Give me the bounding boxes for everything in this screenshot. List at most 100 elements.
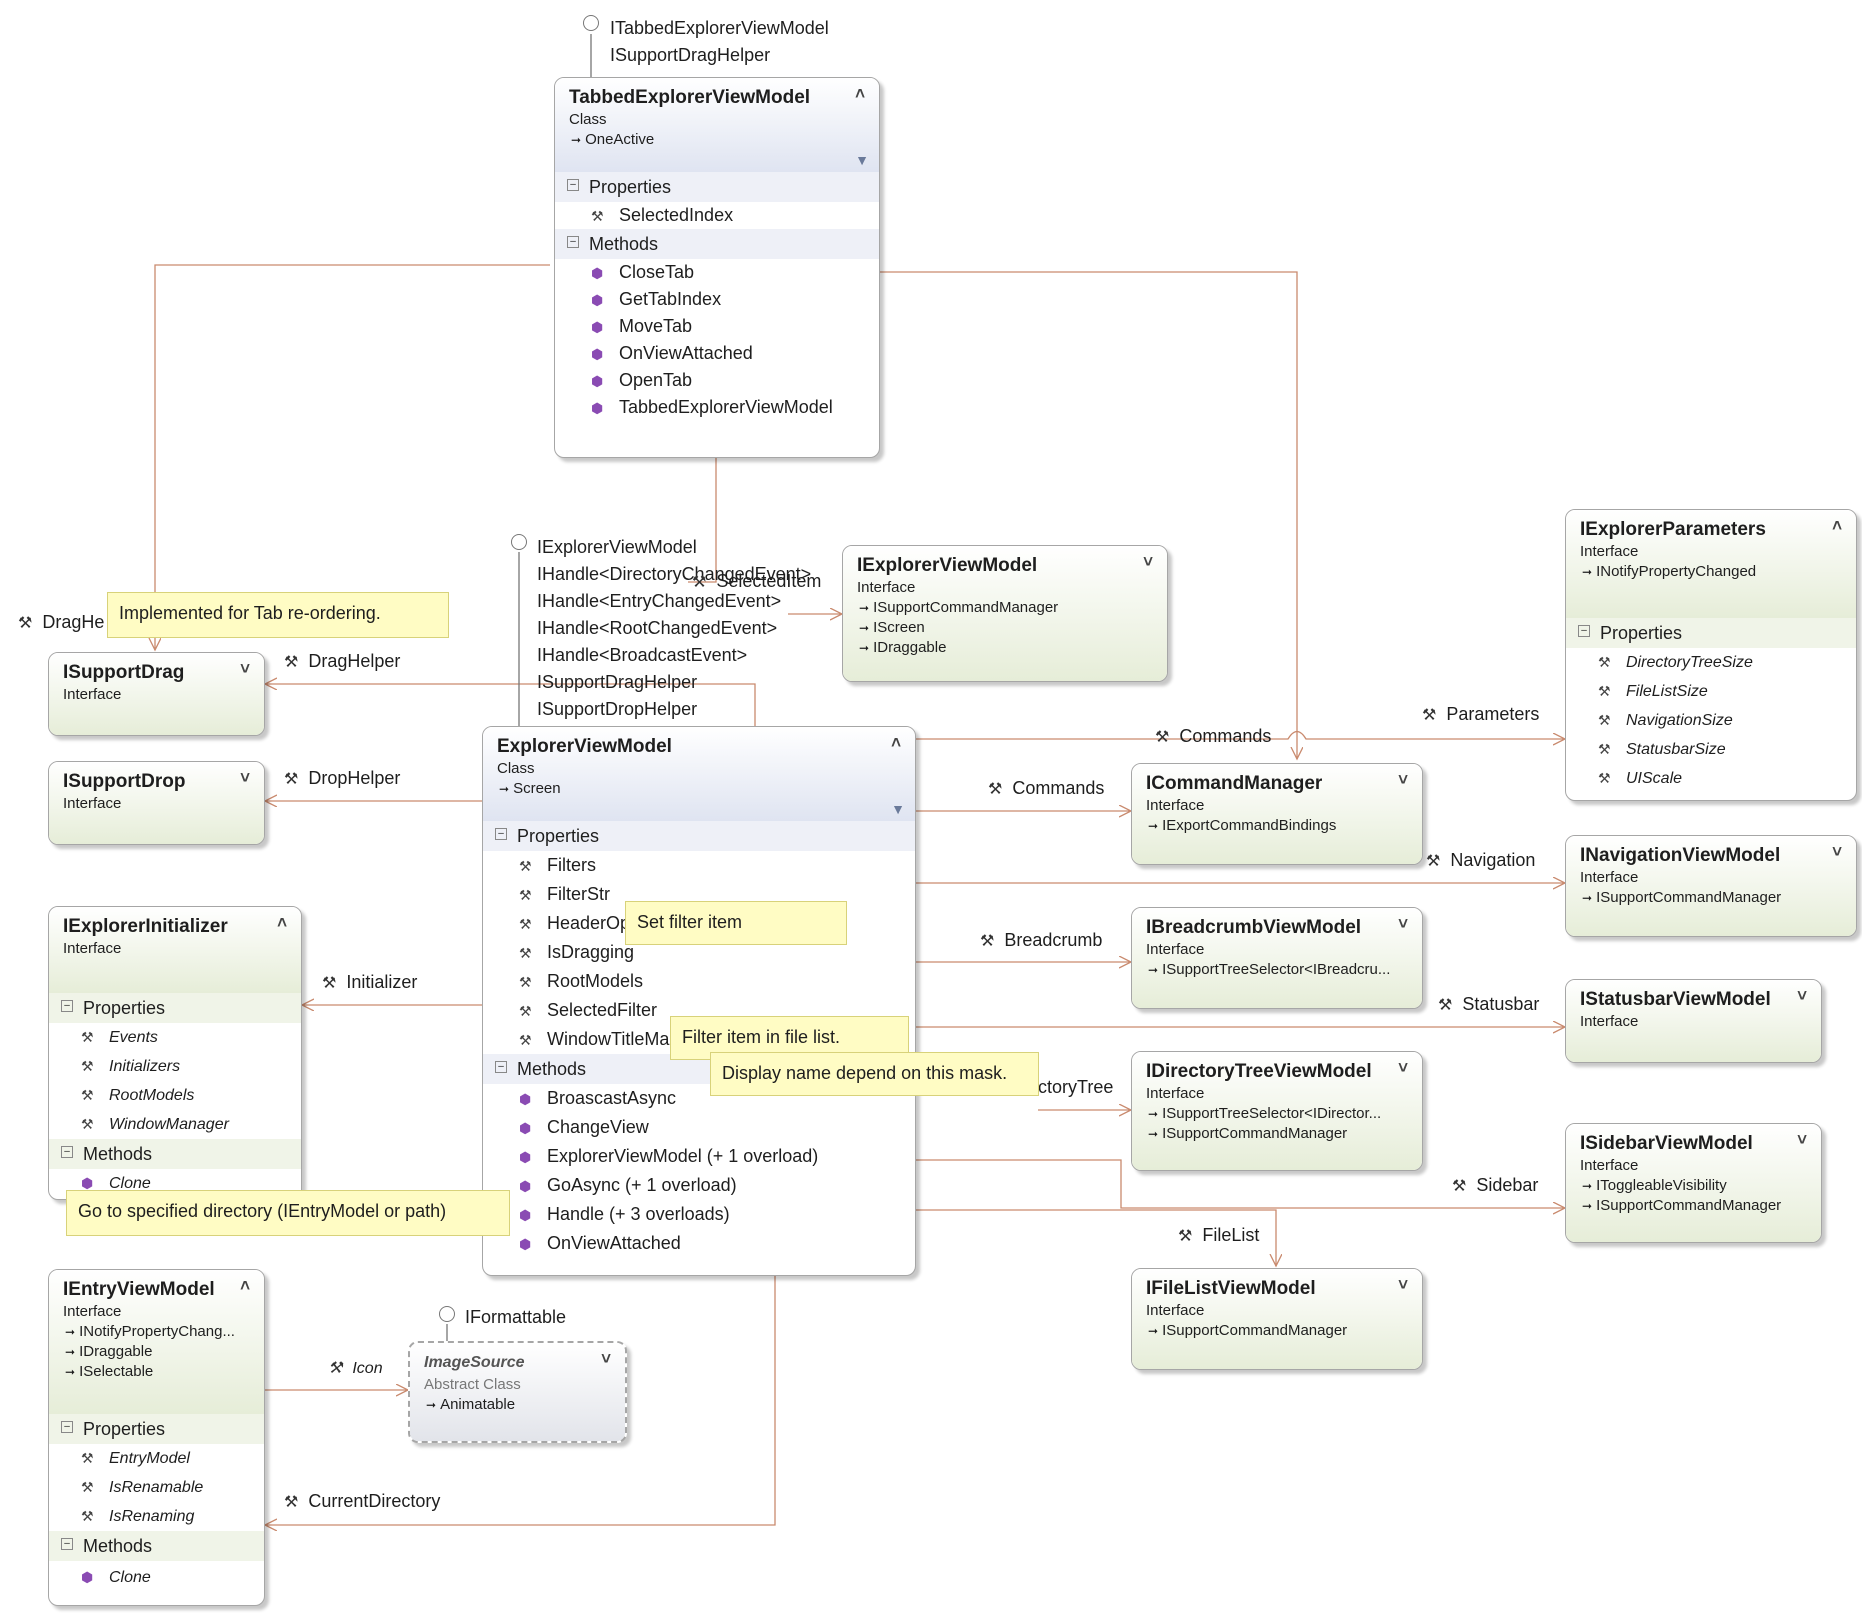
property-item[interactable]: ⚒WindowManager: [49, 1110, 301, 1139]
collapse-icon[interactable]: –: [61, 1421, 73, 1434]
collapse-icon[interactable]: –: [61, 1538, 73, 1551]
method-item[interactable]: ⬢TabbedExplorerViewModel: [555, 394, 879, 421]
method-item[interactable]: ⬢GetTabIndex: [555, 286, 879, 313]
collapse-icon[interactable]: –: [61, 1000, 73, 1013]
chevron-down-icon[interactable]: ˅: [1797, 986, 1807, 1005]
method-item[interactable]: ⬢ChangeView: [483, 1113, 915, 1142]
property-item[interactable]: ⚒HeaderOp: [483, 909, 915, 938]
iexplorer-initializer-interface[interactable]: IExplorerInitializer Interface ˄ –Proper…: [48, 906, 302, 1200]
chevron-down-icon[interactable]: ˅: [601, 1349, 611, 1368]
property-item[interactable]: ⚒FileListSize: [1566, 677, 1856, 706]
method-item[interactable]: ⬢Clone: [49, 1561, 264, 1594]
chevron-down-icon[interactable]: ˅: [1398, 914, 1408, 933]
istatusbar-viewmodel-interface[interactable]: IStatusbarViewModel Interface ˅: [1565, 979, 1822, 1063]
property-item[interactable]: ⚒Filters: [483, 851, 915, 880]
chevron-down-icon[interactable]: ˅: [240, 659, 250, 678]
properties-section[interactable]: –Properties: [555, 172, 879, 202]
property-item[interactable]: ⚒SelectedIndex: [555, 202, 879, 229]
chevron-down-icon[interactable]: ˅: [1832, 842, 1842, 861]
property-item[interactable]: ⚒IsDragging: [483, 938, 915, 967]
properties-section[interactable]: –Properties: [49, 1414, 264, 1444]
wrench-icon: ⚒: [1438, 997, 1453, 1014]
property-item[interactable]: ⚒UIScale: [1566, 764, 1856, 793]
property-item[interactable]: ⚒FilterStr: [483, 880, 915, 909]
property-item[interactable]: ⚒EntryModel: [49, 1444, 264, 1473]
methods-section[interactable]: –Methods: [555, 229, 879, 259]
ifilelist-viewmodel-interface[interactable]: IFileListViewModel Interface ➞ISupportCo…: [1131, 1268, 1423, 1370]
chevron-down-icon[interactable]: ˅: [1398, 770, 1408, 789]
property-item[interactable]: ⚒Initializers: [49, 1052, 301, 1081]
property-item[interactable]: ⚒IsRenamable: [49, 1473, 264, 1502]
explorer-viewmodel-class[interactable]: ExplorerViewModel Class ➞Screen ˄ ▼ –Pro…: [482, 726, 916, 1276]
property-item[interactable]: ⚒DirectoryTreeSize: [1566, 648, 1856, 677]
method-item[interactable]: ⬢MoveTab: [555, 313, 879, 340]
method-item[interactable]: ⬢OnViewAttached: [483, 1229, 915, 1258]
property-item[interactable]: ⚒RootModels: [483, 967, 915, 996]
chevron-down-icon[interactable]: ˅: [1398, 1058, 1408, 1077]
method-item[interactable]: ⬢OpenTab: [555, 367, 879, 394]
property-item[interactable]: ⚒SelectedFilter: [483, 996, 915, 1025]
ibreadcrumb-viewmodel-interface[interactable]: IBreadcrumbViewModel Interface ➞ISupport…: [1131, 907, 1423, 1009]
base-type: IDraggable: [79, 1343, 153, 1360]
chevron-down-icon[interactable]: ˅: [1797, 1130, 1807, 1149]
method-item[interactable]: ⬢OnViewAttached: [555, 340, 879, 367]
method-item[interactable]: ⬢ExplorerViewModel (+ 1 overload): [483, 1142, 915, 1171]
chevron-down-icon[interactable]: ˅: [1143, 552, 1153, 571]
member-name: SelectedIndex: [619, 205, 734, 225]
collapse-icon[interactable]: –: [495, 828, 507, 841]
ientry-viewmodel-interface[interactable]: IEntryViewModel Interface ➞INotifyProper…: [48, 1269, 265, 1606]
iexplorer-viewmodel-interface[interactable]: IExplorerViewModel Interface ➞ISupportCo…: [842, 545, 1168, 682]
chevron-up-icon[interactable]: ˄: [891, 733, 901, 752]
method-item[interactable]: ⬢Clone: [49, 1169, 301, 1198]
collapse-icon[interactable]: –: [495, 1061, 507, 1074]
properties-section[interactable]: –Properties: [49, 993, 301, 1023]
properties-section[interactable]: –Properties: [483, 821, 915, 851]
interface-kind: Interface: [63, 686, 122, 703]
filter-icon[interactable]: ▼: [855, 152, 869, 168]
property-item[interactable]: ⚒StatusbarSize: [1566, 735, 1856, 764]
property-item[interactable]: ⚒IsRenaming: [49, 1502, 264, 1531]
filter-icon[interactable]: ▼: [891, 801, 905, 817]
assoc-text: Commands: [1179, 726, 1272, 746]
collapse-icon[interactable]: –: [61, 1146, 73, 1159]
assoc-text: Parameters: [1446, 704, 1540, 724]
property-item[interactable]: ⚒NavigationSize: [1566, 706, 1856, 735]
class-name: ExplorerViewModel: [497, 736, 672, 757]
base-type: ISupportCommandManager: [1596, 889, 1782, 906]
icommand-manager-interface[interactable]: ICommandManager Interface ➞IExportComman…: [1131, 763, 1423, 865]
property-item[interactable]: ⚒RootModels: [49, 1081, 301, 1110]
arrow-right-icon: ➞: [1582, 891, 1593, 905]
chevron-up-icon[interactable]: ˄: [855, 84, 865, 103]
tabbed-lollipop-icon: [583, 15, 599, 31]
base-type: IToggleableVisibility: [1596, 1177, 1727, 1194]
iexplorer-parameters-interface[interactable]: IExplorerParameters Interface ➞INotifyPr…: [1565, 509, 1857, 801]
isidebar-viewmodel-interface[interactable]: ISidebarViewModel Interface ➞IToggleable…: [1565, 1123, 1822, 1243]
chevron-down-icon[interactable]: ˅: [240, 768, 250, 787]
isupportdrop-interface[interactable]: ISupportDrop Interface ˅: [48, 761, 265, 845]
isupportdrag-interface[interactable]: ISupportDrag Interface ˅: [48, 652, 265, 736]
chevron-down-icon[interactable]: ˅: [1398, 1275, 1408, 1294]
idirectorytree-viewmodel-interface[interactable]: IDirectoryTreeViewModel Interface ➞ISupp…: [1131, 1051, 1423, 1171]
collapse-icon[interactable]: –: [567, 236, 579, 249]
collapse-icon[interactable]: –: [1578, 625, 1590, 638]
explorer-lollipop-icon: [511, 534, 527, 550]
method-item[interactable]: ⬢BroascastAsync: [483, 1084, 915, 1113]
properties-section[interactable]: –Properties: [1566, 618, 1856, 648]
chevron-up-icon[interactable]: ˄: [240, 1276, 250, 1295]
property-item[interactable]: ⚒WindowTitleMa: [483, 1025, 915, 1054]
method-item[interactable]: ⬢Handle (+ 3 overloads): [483, 1200, 915, 1229]
imagesource-abstract-class[interactable]: ImageSource Abstract Class ➞Animatable ˅: [408, 1341, 627, 1443]
method-item[interactable]: ⬢GoAsync (+ 1 overload): [483, 1171, 915, 1200]
methods-section[interactable]: –Methods: [49, 1139, 301, 1169]
chevron-up-icon[interactable]: ˄: [277, 913, 287, 932]
method-item[interactable]: ⬢CloseTab: [555, 259, 879, 286]
interface-name: ISupportDrop: [63, 771, 186, 792]
inavigation-viewmodel-interface[interactable]: INavigationViewModel Interface ➞ISupport…: [1565, 835, 1857, 937]
chevron-up-icon[interactable]: ˄: [1832, 516, 1842, 535]
tabbed-explorer-viewmodel-class[interactable]: TabbedExplorerViewModel Class ➞OneActive…: [554, 77, 880, 458]
base-type: ISupportTreeSelector<IBreadcru...: [1162, 961, 1391, 978]
methods-section[interactable]: –Methods: [49, 1531, 264, 1561]
collapse-icon[interactable]: –: [567, 179, 579, 192]
property-item[interactable]: ⚒Events: [49, 1023, 301, 1052]
base-type: INotifyPropertyChanged: [1596, 563, 1757, 580]
